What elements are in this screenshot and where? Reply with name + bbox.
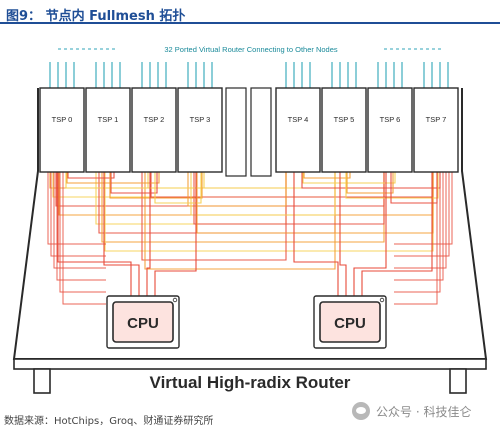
link-wire xyxy=(53,172,106,269)
link-wire xyxy=(394,172,450,257)
watermark: 公众号 · 科技佳仑 xyxy=(352,402,471,420)
tsp-card-box xyxy=(275,87,321,173)
tsp-card-4: TSP 4 xyxy=(275,87,321,173)
tsp-card-5: TSP 5 xyxy=(321,87,367,173)
tsp-card-box xyxy=(85,87,131,173)
link-wire xyxy=(187,172,287,207)
chassis-foot-right xyxy=(449,368,467,394)
tsp-card-box xyxy=(39,87,85,173)
link-wire xyxy=(67,172,115,179)
link-wires xyxy=(47,172,453,305)
cpu-link xyxy=(154,172,197,296)
source-note: 数据来源：HotChips，Groq、财通证券研究所 xyxy=(4,416,214,427)
link-wire xyxy=(141,172,287,261)
tsp-label: TSP 7 xyxy=(426,115,447,124)
tsp-card-box xyxy=(177,87,223,173)
tsp-card-2: TSP 2 xyxy=(131,87,177,173)
link-wire xyxy=(346,172,394,194)
link-wire xyxy=(303,172,351,179)
link-wire xyxy=(110,172,158,194)
link-wire xyxy=(56,172,106,281)
link-wire xyxy=(144,172,336,270)
tsp-card-1: TSP 1 xyxy=(85,87,131,173)
tsp-card-0: TSP 0 xyxy=(39,87,85,173)
link-wire xyxy=(394,172,441,293)
link-wire xyxy=(62,172,106,305)
link-wire xyxy=(394,172,438,305)
tsp-card-box xyxy=(367,87,413,173)
title-divider xyxy=(0,22,500,24)
fullmesh-diagram: 32 Ported Virtual Router Connecting to O… xyxy=(12,45,488,394)
link-wire xyxy=(66,172,160,184)
link-wire xyxy=(190,172,336,216)
tsp-label: TSP 1 xyxy=(98,115,119,124)
cpu-link xyxy=(361,172,433,296)
link-wire xyxy=(59,172,106,293)
tsp-card-box xyxy=(321,87,367,173)
tsp-label: TSP 4 xyxy=(288,115,309,124)
middle-slot-left xyxy=(225,87,247,177)
cpu-left: CPU xyxy=(106,295,180,349)
cpu-link xyxy=(339,172,347,296)
link-wire xyxy=(65,172,205,189)
tsp-card-7: TSP 7 xyxy=(413,87,459,173)
cpu-right: CPU xyxy=(313,295,387,349)
link-wire xyxy=(109,172,203,199)
link-wire xyxy=(50,172,106,257)
tsp-card-box xyxy=(131,87,177,173)
router-label: Virtual High-radix Router xyxy=(150,373,351,392)
link-wire xyxy=(301,172,441,189)
tsp-group: TSP 0 TSP 1 TSP 2 TSP 3 TSP 4 TSP 5 TSP 6 TSP 7 xyxy=(39,62,459,173)
tsp-label: TSP 5 xyxy=(334,115,355,124)
cpu-link xyxy=(353,172,387,296)
figure-title: 图9： 节点内 Fullmesh 拓扑 xyxy=(6,9,186,24)
link-wire xyxy=(154,172,202,204)
tsp-label: TSP 3 xyxy=(190,115,211,124)
cpu-left-label: CPU xyxy=(127,315,159,332)
link-wire xyxy=(302,172,396,184)
wechat-icon xyxy=(352,402,370,420)
cpu-link xyxy=(57,172,132,296)
tsp-label: TSP 2 xyxy=(144,115,165,124)
link-wire xyxy=(394,172,453,245)
chassis-base xyxy=(13,358,487,370)
cpu-link xyxy=(146,172,151,296)
tsp-label: TSP 6 xyxy=(380,115,401,124)
tsp-card-6: TSP 6 xyxy=(367,87,413,173)
link-wire xyxy=(47,172,106,245)
cpu-right-label: CPU xyxy=(334,315,366,332)
link-wire xyxy=(394,172,444,281)
tsp-label: TSP 0 xyxy=(52,115,73,124)
link-wire xyxy=(345,172,439,199)
cpu-link xyxy=(293,172,339,296)
watermark-text: 公众号 · 科技佳仑 xyxy=(376,404,472,419)
tsp-card-box xyxy=(413,87,459,173)
top-label: 32 Ported Virtual Router Connecting to O… xyxy=(164,45,338,54)
link-wire xyxy=(394,172,447,269)
cpu-link xyxy=(103,172,140,296)
middle-slot-right xyxy=(250,87,272,177)
tsp-card-3: TSP 3 xyxy=(177,87,223,173)
chassis-foot-left xyxy=(33,368,51,394)
